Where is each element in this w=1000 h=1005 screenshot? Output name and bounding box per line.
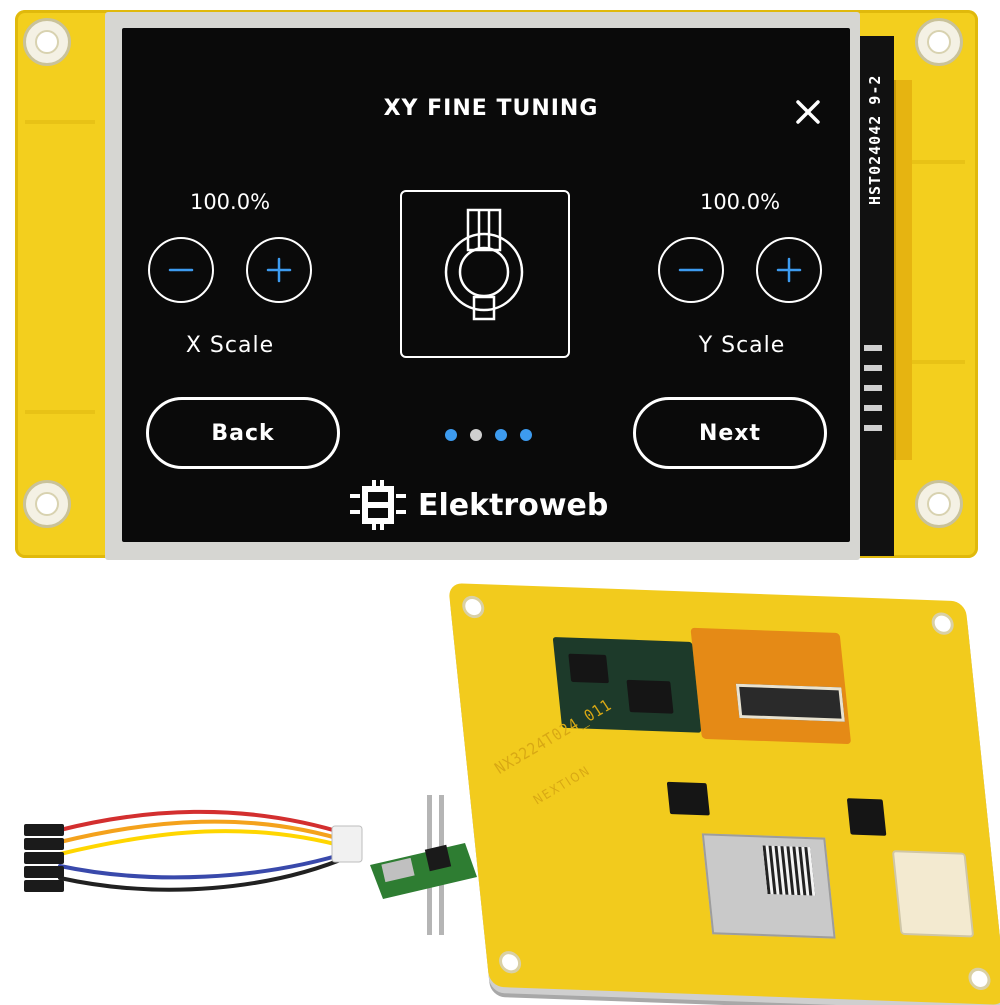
flex-contact	[864, 385, 882, 391]
brand-name: Elektroweb	[418, 487, 609, 523]
mounting-hole	[915, 480, 963, 528]
mounting-hole	[915, 18, 963, 66]
page-indicator-dot[interactable]	[445, 429, 457, 441]
ribbon-cable	[894, 80, 912, 460]
page-indicator-dot[interactable]	[470, 429, 482, 441]
flex-label: HST024042 9-2	[866, 74, 884, 205]
plus-icon	[776, 257, 802, 283]
flex-cable	[860, 36, 894, 556]
usb-adapter-board	[370, 795, 477, 935]
y-scale-increase-button[interactable]	[756, 237, 822, 303]
voltage-regulator	[666, 781, 710, 816]
pcb-trace	[25, 120, 95, 124]
mounting-hole	[23, 480, 71, 528]
flex-contact	[864, 405, 882, 411]
flex-contact	[864, 365, 882, 371]
fpc-connector	[735, 683, 845, 722]
page-indicator-dot[interactable]	[520, 429, 532, 441]
mounting-hole	[930, 612, 955, 636]
flex-contact	[864, 345, 882, 351]
screen-title: XY FINE TUNING	[383, 96, 599, 121]
mounting-hole	[23, 18, 71, 66]
minus-icon	[168, 268, 194, 272]
jumper-cable	[24, 809, 363, 892]
x-scale-value: 100.0%	[189, 190, 271, 214]
minus-icon	[678, 268, 704, 272]
brand-watermark: Elektroweb	[348, 480, 609, 530]
y-scale-value: 100.0%	[699, 190, 781, 214]
mounting-hole	[497, 950, 523, 974]
close-button[interactable]	[793, 97, 823, 127]
next-button[interactable]: Next	[633, 397, 827, 469]
pcb-trace	[905, 360, 965, 364]
pcb-brand-label: NEXTION	[530, 762, 594, 808]
pcb-trace	[905, 160, 965, 164]
pcb-trace	[25, 410, 95, 414]
y-scale-label: Y Scale	[698, 333, 786, 358]
y-scale-decrease-button[interactable]	[658, 237, 724, 303]
nozzle-preview	[400, 190, 570, 358]
nextion-board: NX3224T024_011 NEXTION	[448, 583, 1000, 1005]
x-scale-increase-button[interactable]	[246, 237, 312, 303]
power-connector	[891, 850, 975, 938]
mounting-hole	[461, 595, 486, 619]
touch-screen: XY FINE TUNING	[122, 28, 850, 542]
chip	[626, 679, 674, 714]
x-scale-decrease-button[interactable]	[148, 237, 214, 303]
chip	[568, 653, 609, 684]
x-scale-label: X Scale	[185, 333, 275, 358]
page-indicator-dot[interactable]	[495, 429, 507, 441]
mounting-hole	[967, 967, 992, 991]
chip	[846, 798, 887, 836]
qr-code-sticker	[762, 845, 816, 896]
back-button[interactable]: Back	[146, 397, 340, 469]
plus-icon	[266, 257, 292, 283]
flex-contact	[864, 425, 882, 431]
pcb-model-label: NX3224T024_011	[491, 695, 616, 778]
close-icon	[796, 100, 820, 124]
elektroweb-logo-icon	[350, 480, 406, 530]
nozzle-icon	[444, 208, 524, 321]
